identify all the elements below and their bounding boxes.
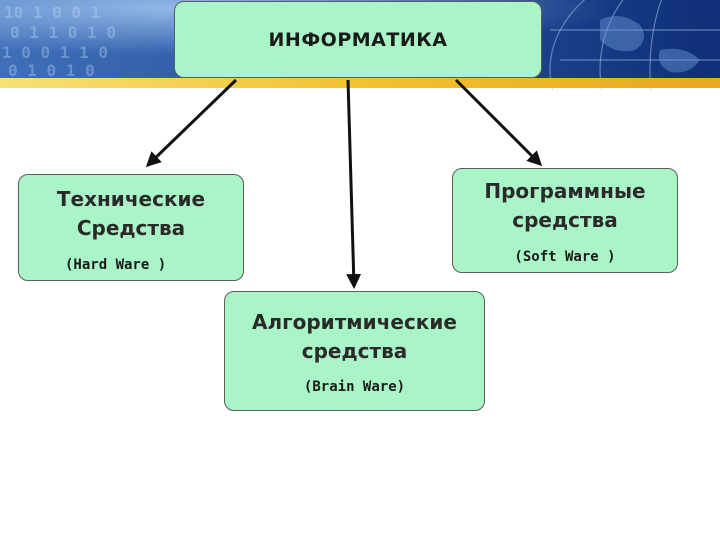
node-technical-title: Технические Средства [56,187,206,240]
node-software-subtitle: (Soft Ware ) [514,249,616,265]
root-node: ИНФОРМАТИКА [174,1,542,78]
svg-text:0 1 1 0 1 0: 0 1 1 0 1 0 [10,23,116,42]
svg-text:0 1 0 1 0: 0 1 0 1 0 [8,61,95,80]
node-algorithmic: Алгоритмические средства (Brain Ware) [224,291,485,411]
root-node-label: ИНФОРМАТИКА [268,28,448,51]
node-software-title: Программные средства [484,179,646,232]
arrow-to-technical [145,78,238,168]
arrow-to-software [454,78,543,167]
arrow-to-algorithmic [346,79,362,289]
svg-text:1 0 0 1 1 0: 1 0 0 1 1 0 [2,43,108,62]
node-software: Программные средства (Soft Ware ) [452,168,678,273]
svg-text:10 1 0 0 1: 10 1 0 0 1 [4,3,100,22]
node-technical-subtitle: (Hard Ware ) [65,257,167,273]
node-algorithmic-title: Алгоритмические средства [252,310,457,363]
node-technical: Технические Средства (Hard Ware ) [18,174,244,281]
node-algorithmic-subtitle: (Brain Ware) [303,379,406,395]
